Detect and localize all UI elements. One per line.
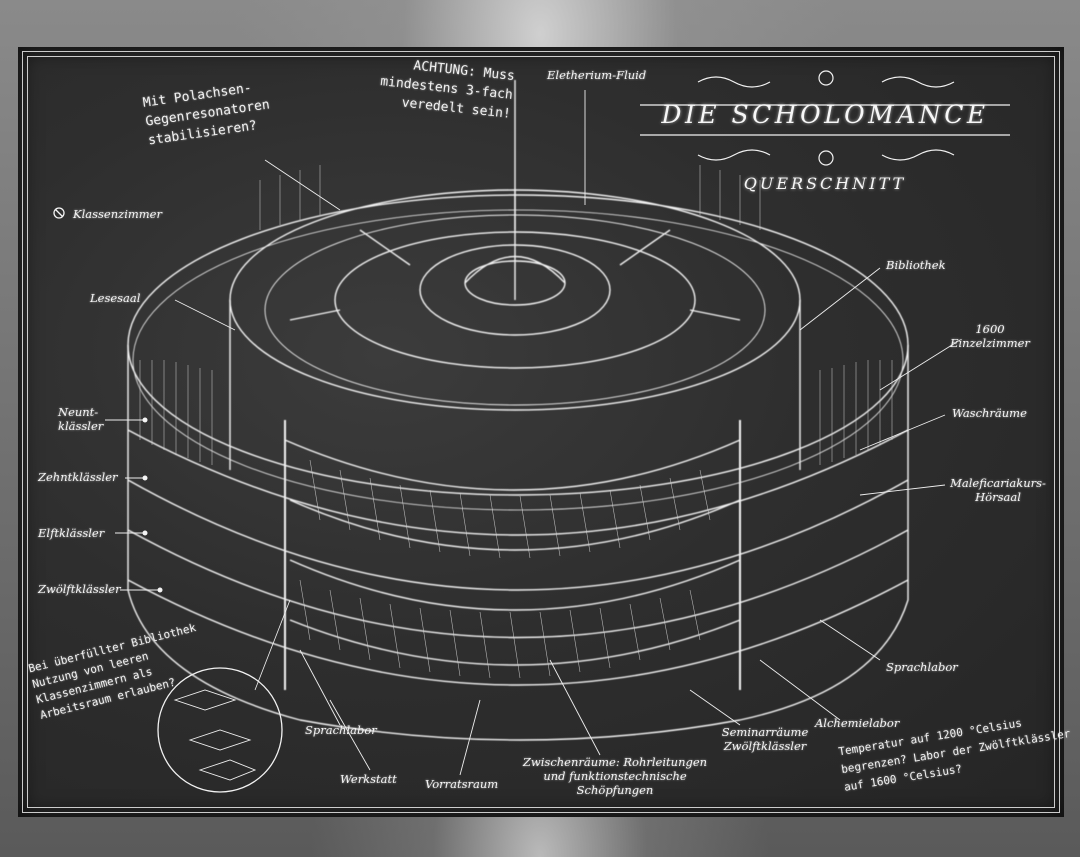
label-zwoelftklaessler: Zwölftklässler [38, 582, 121, 596]
label-sprachlabor-right: Sprachlabor [886, 660, 958, 674]
label-zehntklaessler: Zehntklässler [38, 470, 118, 484]
label-sprachlabor-left: Sprachlabor [305, 723, 377, 737]
floor-ring-4 [289, 619, 741, 666]
floor-ring-3 [289, 559, 741, 611]
label-werkstatt: Werkstatt [340, 772, 397, 786]
outer-ring-top [127, 194, 909, 496]
label-vorratsraum: Vorratsraum [425, 777, 499, 791]
outer-bottom [299, 719, 741, 741]
label-bibliothek: Bibliothek [886, 258, 946, 272]
label-eletherium: Eletherium-Fluid [547, 68, 647, 82]
label-neuntklaessler: Neunt-klässler [58, 405, 104, 433]
tier-ring-4 [127, 579, 909, 686]
floor-ring-1 [284, 439, 741, 491]
label-elftklaessler: Elftklässler [38, 526, 105, 540]
magnifier-inset [157, 599, 291, 793]
page-title: DIE SCHOLOMANCE [661, 100, 989, 129]
tier-ring-3 [127, 529, 909, 639]
legend-label: Klassenzimmer [73, 207, 162, 221]
outer-wall-right [739, 345, 909, 721]
no-entry-icon [53, 207, 65, 219]
radial-walls [289, 190, 741, 321]
tier-ring-1 [127, 429, 909, 536]
label-alchemielabor: Alchemielabor [815, 716, 900, 730]
page-subtitle: QUERSCHNITT [743, 174, 907, 193]
outer-frame [22, 51, 1060, 813]
label-lesesaal: Lesesaal [90, 291, 141, 305]
floor-ring-2 [289, 499, 741, 551]
label-waschraeume: Waschräume [952, 406, 1027, 420]
label-hoersaal: Maleficariakurs-Hörsaal [950, 476, 1046, 504]
outer-wall-left [127, 345, 301, 721]
tier-ring-2 [127, 479, 909, 591]
inner-frame [27, 56, 1055, 808]
title-ornament [640, 70, 1010, 166]
hatching [139, 165, 893, 679]
chalkboard [18, 47, 1064, 817]
outer-ring-2 [132, 209, 904, 511]
leader-lines [105, 90, 961, 776]
